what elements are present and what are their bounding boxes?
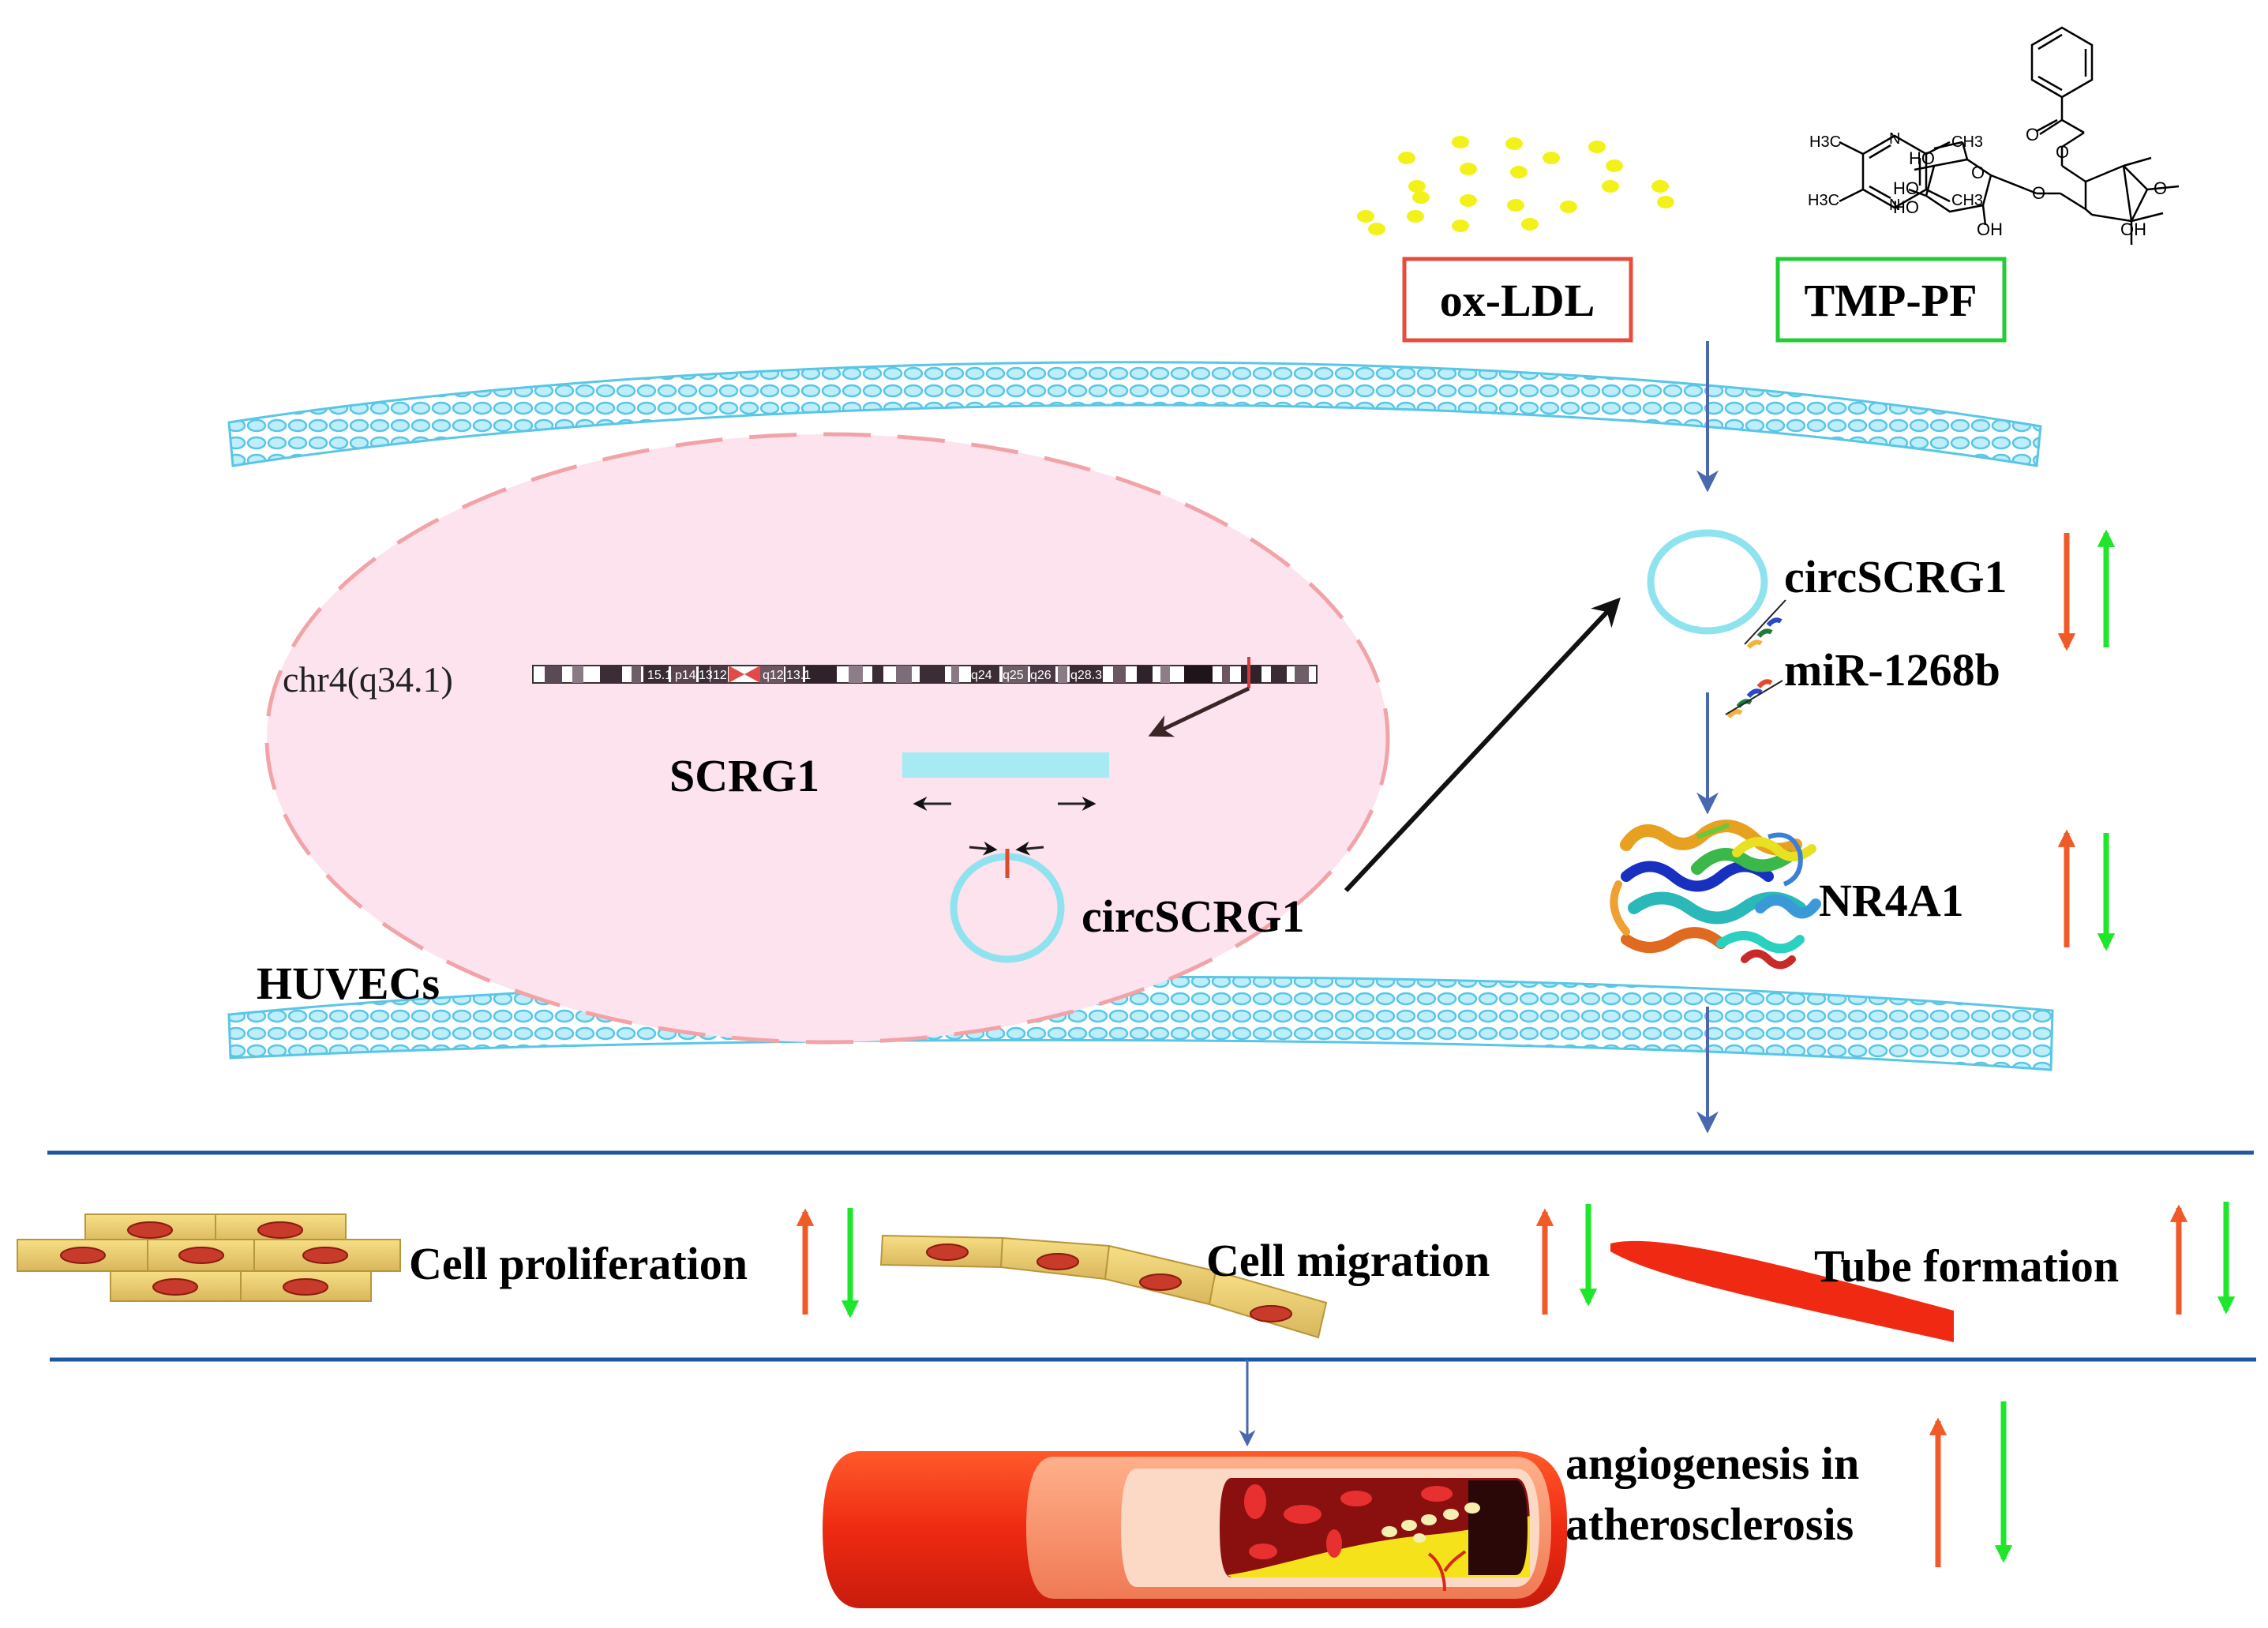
phenotype-tube-label: Tube formation	[1814, 1240, 2119, 1292]
chromosome-label: chr4(q34.1)	[283, 659, 453, 700]
band-13: 13	[699, 669, 713, 682]
chromosome-ideogram	[532, 657, 1318, 688]
gene-label: SCRG1	[669, 750, 819, 801]
pf-atom-carbonyl-o: O	[2026, 125, 2039, 144]
band-12: 12	[713, 669, 727, 682]
tmp-atom-n-bottom: N	[1889, 197, 1900, 214]
mirna-label: miR-1268b	[1784, 644, 2000, 696]
primer-arrow-in-left	[969, 841, 998, 856]
nr4a1-protein-structure	[1610, 820, 1821, 970]
tmppf-box: TMP-PF	[1775, 257, 2007, 343]
tmp-atom-ch3-top: CH3	[1951, 133, 1983, 151]
band-15-1: 15.1	[647, 669, 672, 682]
phenotype-proliferation-label: Cell proliferation	[409, 1238, 748, 1289]
pf-atom-ester-o: O	[2056, 142, 2069, 162]
proliferation-cell-cluster	[17, 1213, 401, 1302]
tmp-atom-n-top: N	[1889, 130, 1900, 148]
tmp-atom-h3c-bottom: H3C	[1808, 192, 1839, 209]
pf-atom-labels: O O HO HO HO O O OH O OH	[1893, 125, 2167, 239]
export-arrow	[1344, 597, 1621, 893]
locus-to-gene-arrow	[1148, 686, 1250, 737]
band-q26: q26	[1030, 669, 1052, 682]
pf-atom-oh-2: OH	[2120, 219, 2146, 239]
pf-atom-ring-o: O	[1971, 163, 1985, 182]
oxldl-box-border	[1402, 257, 1633, 343]
tmp-atom-h3c-top: H3C	[1809, 133, 1841, 151]
tmp-atom-labels: H3C CH3 H3C CH3 N N	[1808, 130, 1983, 214]
phenotype-migration-label: Cell migration	[1206, 1235, 1490, 1286]
pf-atom-bridge-o: O	[2154, 178, 2167, 198]
tmppf-box-border	[1775, 257, 2007, 343]
band-q12: q12	[763, 669, 784, 682]
cell-label: HUVECs	[257, 958, 440, 1009]
nr4a1-label: NR4A1	[1819, 875, 1964, 926]
band-p14: p14	[675, 669, 696, 682]
pf-atom-oh-1: OH	[1977, 219, 2003, 239]
oxldl-particles	[1357, 136, 1674, 235]
mirna-strand-bound	[1744, 599, 1786, 649]
nucleus	[264, 432, 1390, 1045]
pf-atom-ho-2: HO	[1893, 178, 1919, 198]
oxldl-label: ox-LDL	[1440, 275, 1595, 326]
primer-arrow-in-right	[1015, 841, 1044, 856]
tmp-atom-ch3-bottom: CH3	[1951, 192, 1983, 209]
circrna-nucleus-label: circSCRG1	[1082, 891, 1304, 942]
tube-formation-shape	[1610, 1240, 1954, 1342]
outcome-line-1: angiogenesis in	[1565, 1438, 1859, 1489]
outcome-line-2: atherosclerosis	[1565, 1499, 1854, 1550]
pf-atom-ho-1: HO	[1909, 148, 1935, 168]
cell-membrane-top	[227, 361, 2042, 467]
band-q28-3: q28.3	[1070, 669, 1102, 682]
chromosome-band-labels: 15.1 p14 13 12 q12 13.1 q24 q25 q26 q28.…	[647, 669, 1102, 682]
band-13-1: 13.1	[786, 669, 811, 682]
pf-structure	[1908, 26, 2180, 245]
tmppf-label: TMP-PF	[1804, 275, 1977, 326]
mirna-strand-free	[1725, 679, 1783, 718]
gene-bar	[902, 752, 1109, 778]
band-q24: q24	[971, 669, 992, 682]
pf-atom-ho-3: HO	[1893, 197, 1919, 217]
oxldl-box: ox-LDL	[1402, 257, 1633, 343]
pf-atom-glycoside-o: O	[2032, 183, 2045, 203]
band-q25: q25	[1003, 669, 1024, 682]
circrna-cytoplasm-label: circSCRG1	[1784, 551, 2007, 602]
atherosclerotic-vessel-illustration	[823, 1451, 1567, 1608]
migration-cell-chain	[879, 1234, 1328, 1339]
circrna-cytoplasm-ring	[1647, 529, 1768, 635]
